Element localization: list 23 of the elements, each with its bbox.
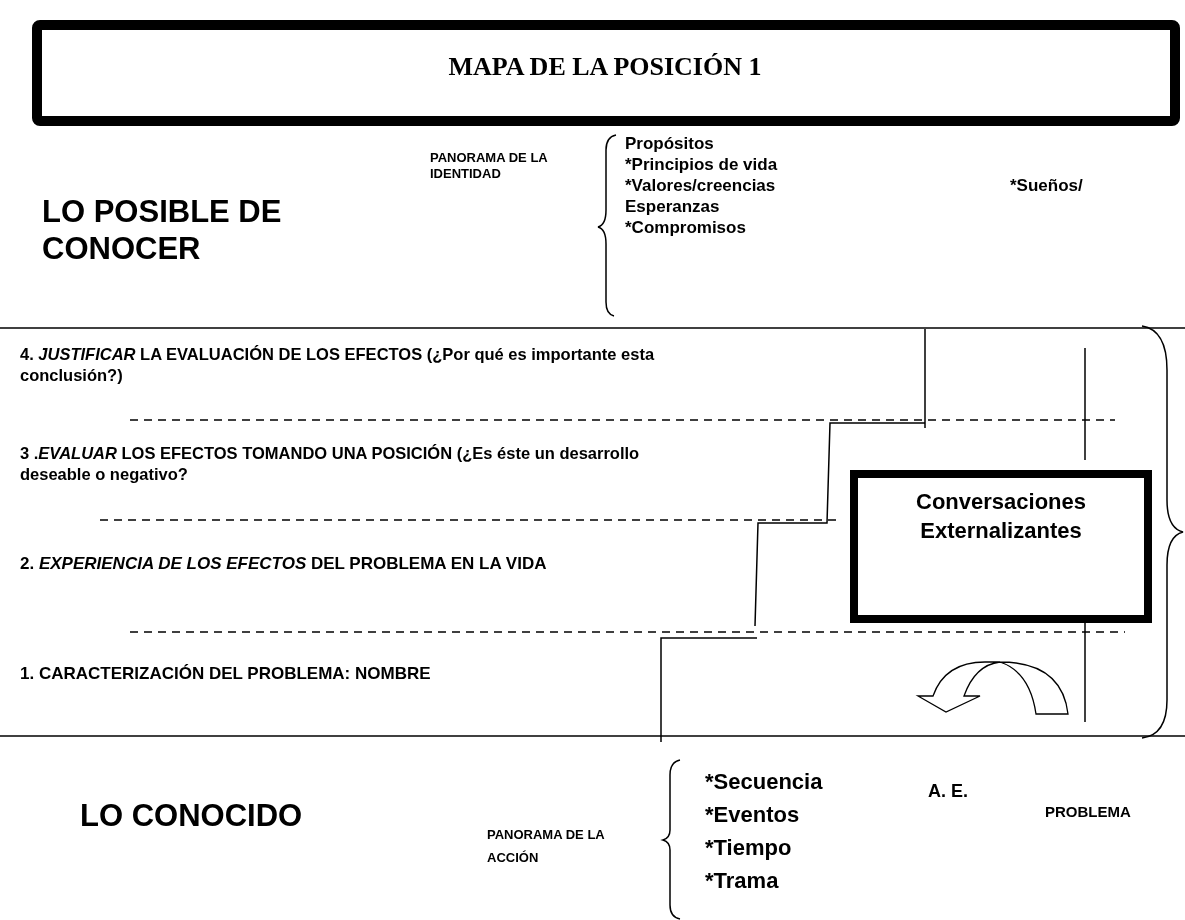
abbreviation-label: A. E.	[928, 780, 969, 803]
step-text: 3 .EVALUAR LOS EFECTOS TOMANDO UNA POSICIÓN (¿Es éste un desarrollo deseable o negativo?	[20, 443, 641, 485]
list-item: Propósitos	[625, 133, 715, 155]
list-item: *Eventos	[705, 801, 801, 829]
step-text: 1. CARACTERIZACIÓN DEL PROBLEMA: NOMBRE	[20, 663, 432, 685]
region-heading: LO CONOCIDO	[80, 797, 304, 835]
list-item: *Valores/creencias	[625, 175, 777, 197]
box-label: Conversaciones Externalizantes	[915, 488, 1087, 545]
title: MAPA DE LA POSICIÓN 1	[447, 52, 763, 82]
list-item: *Secuencia	[705, 768, 824, 796]
list-item: Esperanzas	[625, 196, 721, 218]
list-item: *Tiempo	[705, 834, 793, 862]
process-box	[850, 470, 1152, 623]
panorama-label: PANORAMA DE LA ACCIÓN	[487, 826, 606, 867]
region-heading: LO POSIBLE DE CONOCER	[42, 193, 283, 268]
list-item: *Trama	[705, 867, 780, 895]
step-text: 2. EXPERIENCIA DE LOS EFECTOS DEL PROBLEMA EN LA VIDA	[20, 553, 548, 575]
list-item: *Compromisos	[625, 217, 747, 239]
list-item: *Principios de vida	[625, 154, 779, 176]
problem-label: PROBLEMA	[1045, 803, 1132, 822]
panorama-label: PANORAMA DE LA IDENTIDAD	[430, 150, 549, 183]
list-item: *Sueños/	[1010, 175, 1084, 197]
step-text: 4. JUSTIFICAR LA EVALUACIÓN DE LOS EFECTOS (¿Por qué es importante esta conclusión?)	[20, 344, 656, 386]
